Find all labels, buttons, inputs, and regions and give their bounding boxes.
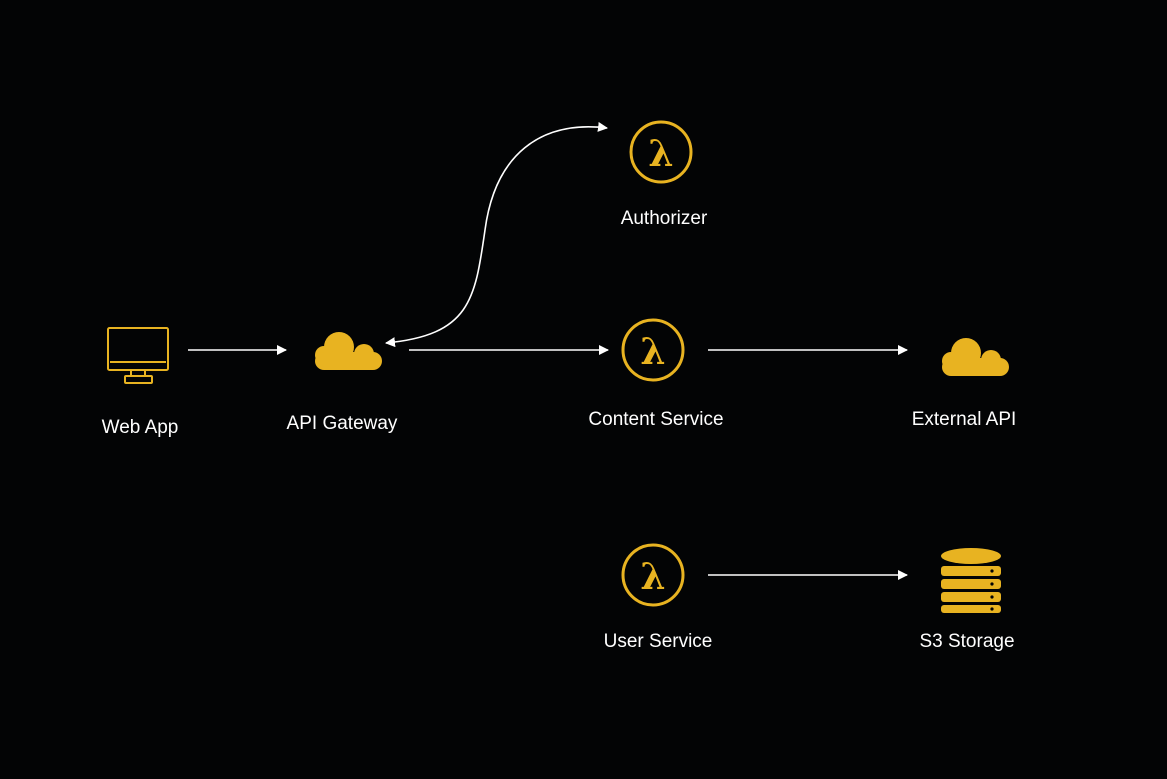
node-label-s3-storage: S3 Storage bbox=[919, 631, 1015, 652]
edge-gateway-authorizer bbox=[385, 121, 608, 348]
node-label-user-service: User Service bbox=[603, 631, 713, 652]
lambda-icon: λ bbox=[621, 318, 685, 382]
node-label-content-service: Content Service bbox=[588, 409, 724, 430]
lambda-glyph: λ bbox=[640, 556, 665, 598]
lambda-glyph: λ bbox=[640, 331, 665, 373]
cloud-icon bbox=[942, 338, 1009, 376]
node-label-external-api: External API bbox=[911, 409, 1017, 430]
node-label-web-app: Web App bbox=[101, 417, 179, 438]
lambda-icon: λ bbox=[621, 543, 685, 607]
node-label-api-gateway: API Gateway bbox=[286, 413, 398, 434]
lambda-glyph: λ bbox=[648, 133, 673, 175]
database-icon bbox=[941, 548, 1001, 613]
cloud-icon bbox=[315, 332, 382, 370]
lambda-icon: λ bbox=[629, 120, 693, 184]
monitor-icon bbox=[107, 327, 169, 384]
node-label-authorizer: Authorizer bbox=[620, 208, 708, 229]
